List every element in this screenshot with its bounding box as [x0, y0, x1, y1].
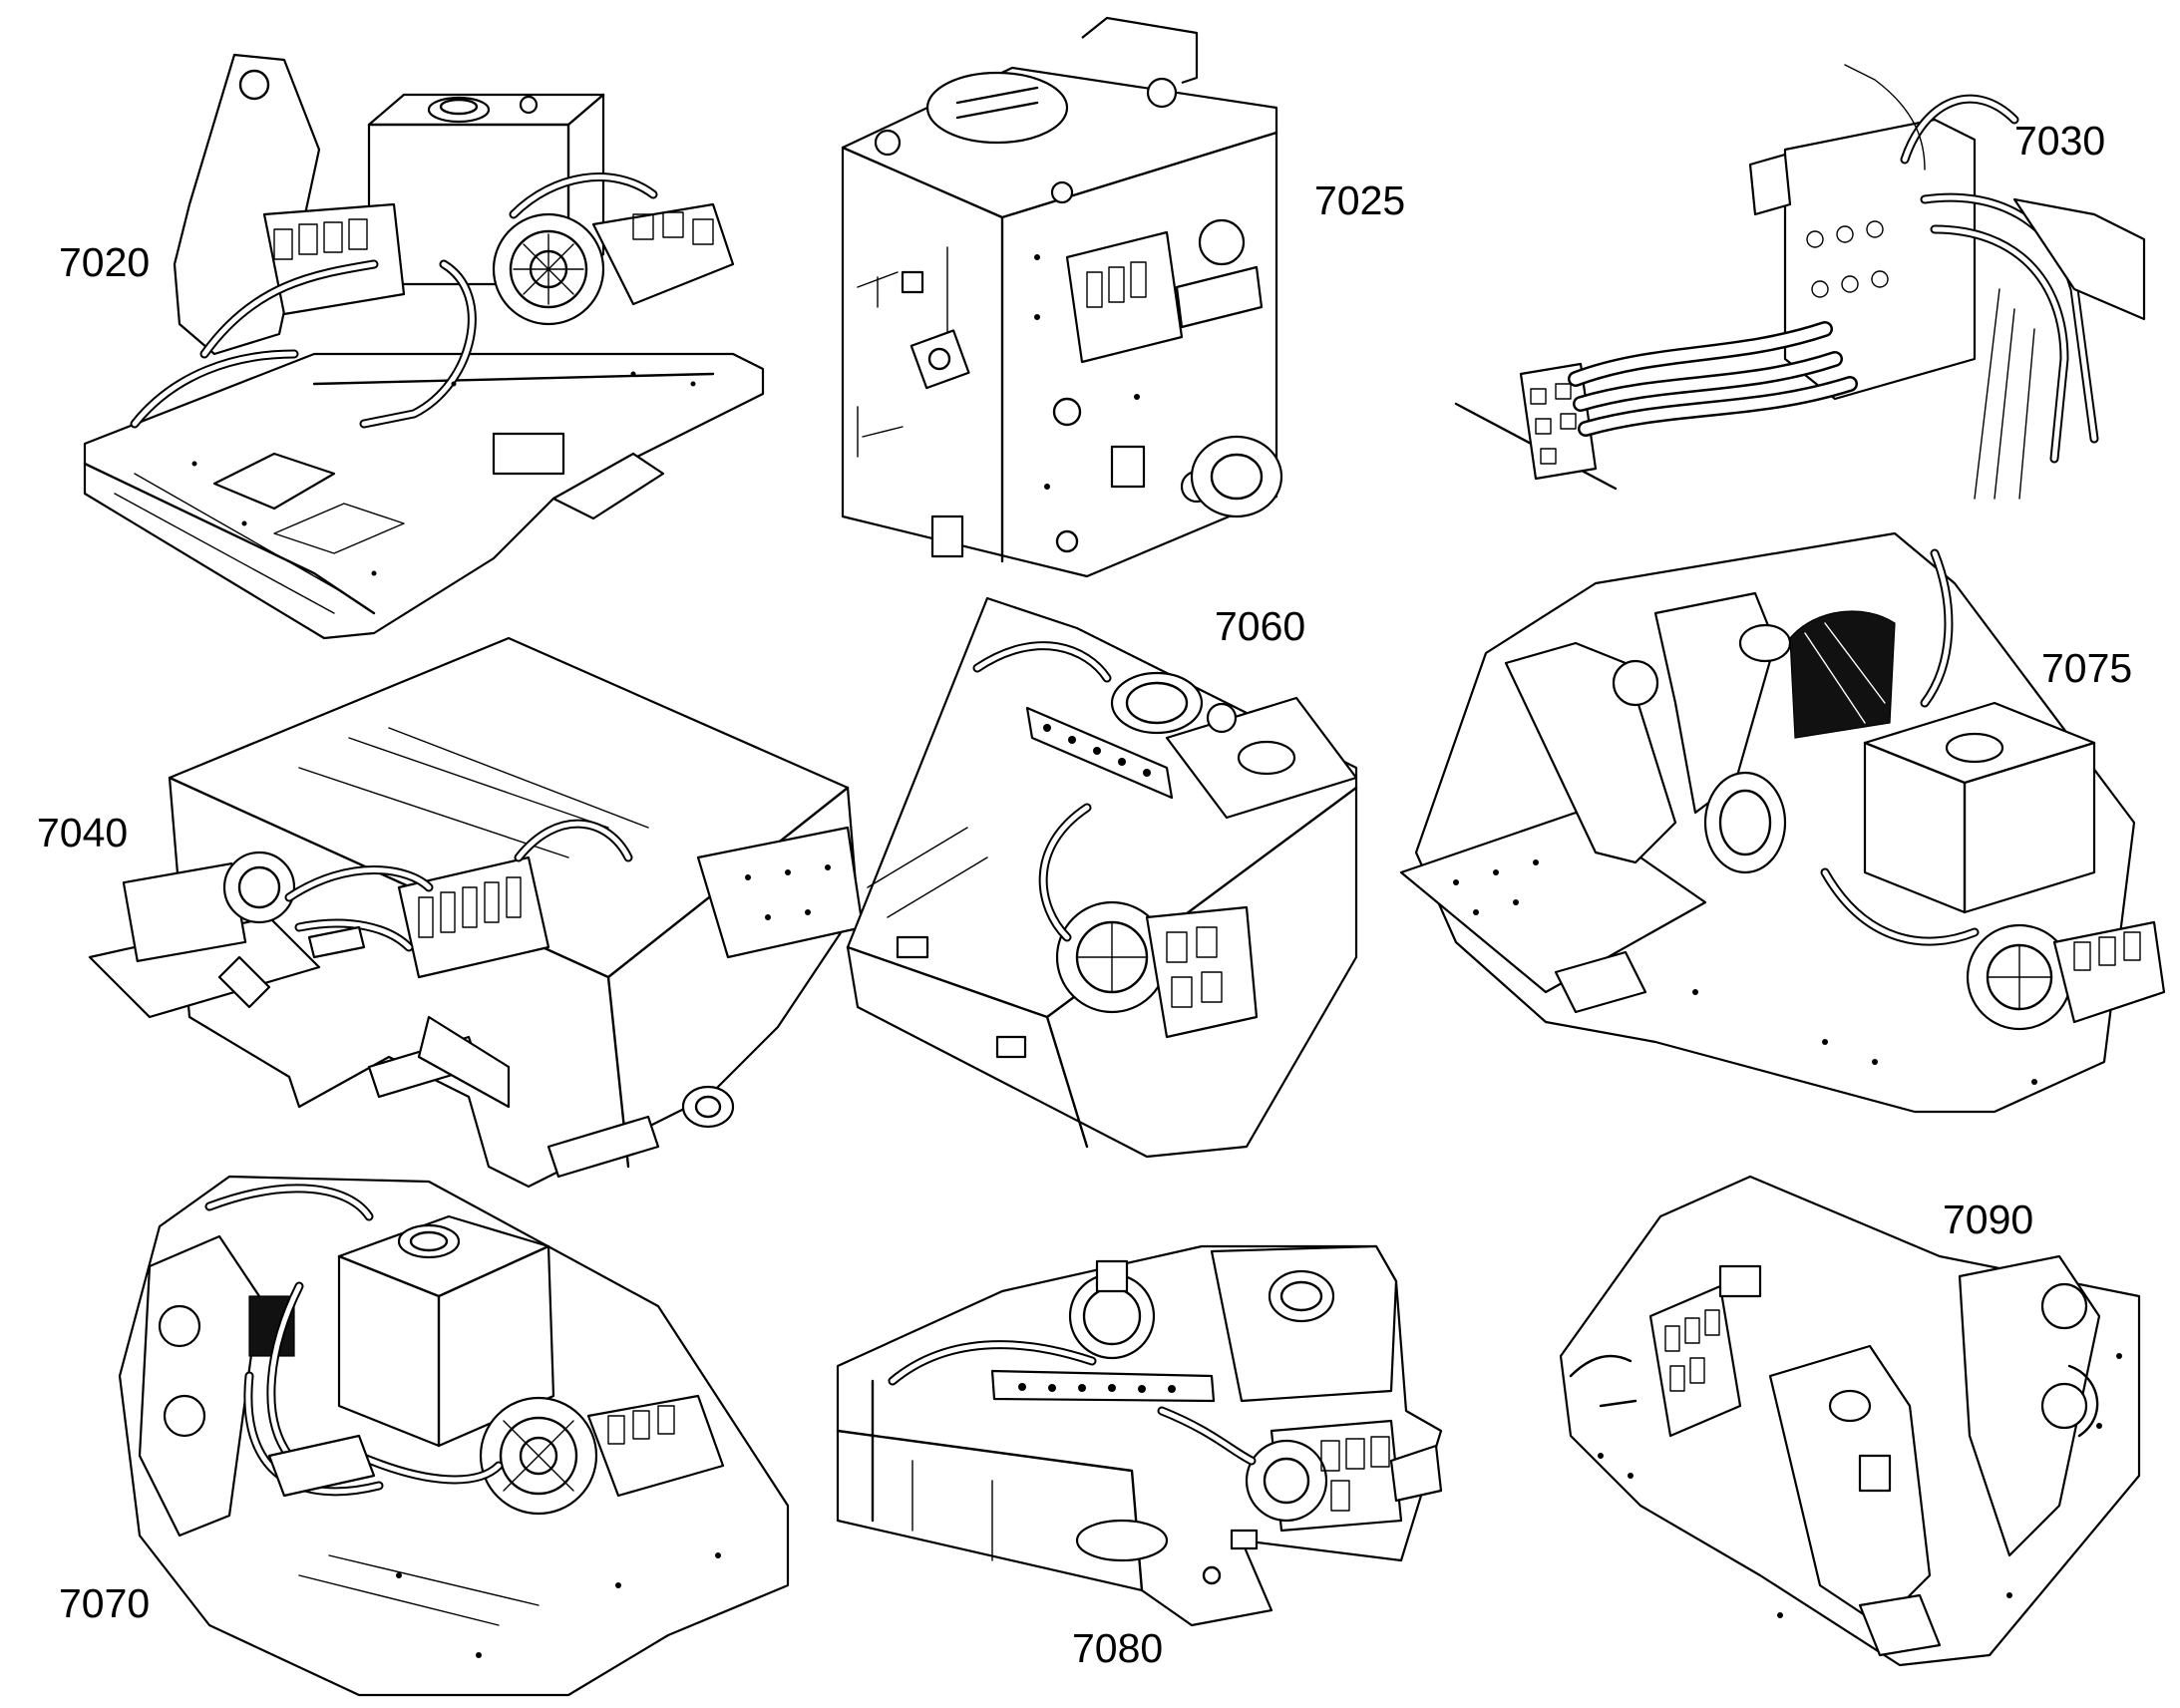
callout-label-7040: 7040 [37, 810, 129, 855]
assembly-drawing-7020 [83, 53, 765, 640]
assembly-view-7090[interactable] [1541, 1175, 2149, 1670]
callout-label-7030: 7030 [2014, 118, 2106, 164]
assembly-view-7070[interactable] [100, 1157, 798, 1697]
assembly-drawing-7070 [118, 1175, 790, 1697]
assembly-drawing-7060 [846, 596, 1358, 1159]
callout-label-7090: 7090 [1943, 1196, 2034, 1242]
callout-label-7075: 7075 [2041, 645, 2133, 691]
assembly-view-7040[interactable] [88, 628, 888, 1206]
assembly-view-7020[interactable] [75, 53, 793, 643]
assembly-drawing-7025 [841, 16, 1283, 578]
callout-label-7070: 7070 [59, 1580, 151, 1626]
assembly-view-7025[interactable] [838, 16, 1296, 586]
assembly-view-7075[interactable] [1396, 523, 2174, 1122]
assembly-drawing-7075 [1399, 531, 2166, 1114]
assembly-view-7080[interactable] [833, 1231, 1451, 1650]
assembly-view-7060[interactable] [846, 588, 1366, 1159]
assembly-drawing-7080 [836, 1244, 1443, 1627]
assembly-drawing-7090 [1559, 1175, 2141, 1667]
callout-label-7080: 7080 [1072, 1625, 1164, 1671]
callout-label-7060: 7060 [1215, 603, 1306, 649]
callout-label-7020: 7020 [59, 239, 151, 285]
assembly-drawing-7030 [1454, 64, 2146, 500]
callout-label-7025: 7025 [1314, 177, 1406, 223]
assembly-drawing-7040 [88, 636, 865, 1189]
assembly-view-7030[interactable] [1454, 60, 2154, 509]
